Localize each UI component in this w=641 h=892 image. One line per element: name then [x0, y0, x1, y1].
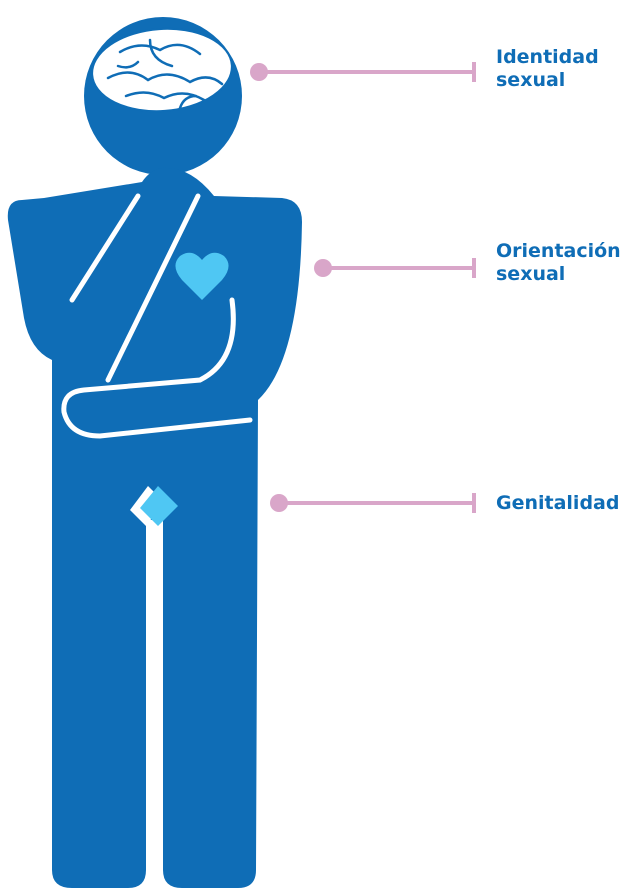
connector-genitalidad: [270, 493, 476, 513]
label-genitalidad: Genitalidad: [496, 492, 620, 514]
person-figure-icon: [7, 17, 303, 888]
connector-identidad: [250, 62, 476, 82]
diamond-icon: [130, 486, 178, 526]
arm-outline: [69, 193, 141, 303]
brain-icon: [91, 27, 233, 113]
label-identidad-sexual: Identidad sexual: [496, 46, 599, 91]
label-orientacion-sexual: Orientación sexual: [496, 240, 621, 285]
arm-outline: [105, 193, 201, 383]
connector-orientacion: [314, 258, 476, 278]
forearm-outline: [61, 297, 253, 439]
heart-icon: [175, 252, 229, 300]
